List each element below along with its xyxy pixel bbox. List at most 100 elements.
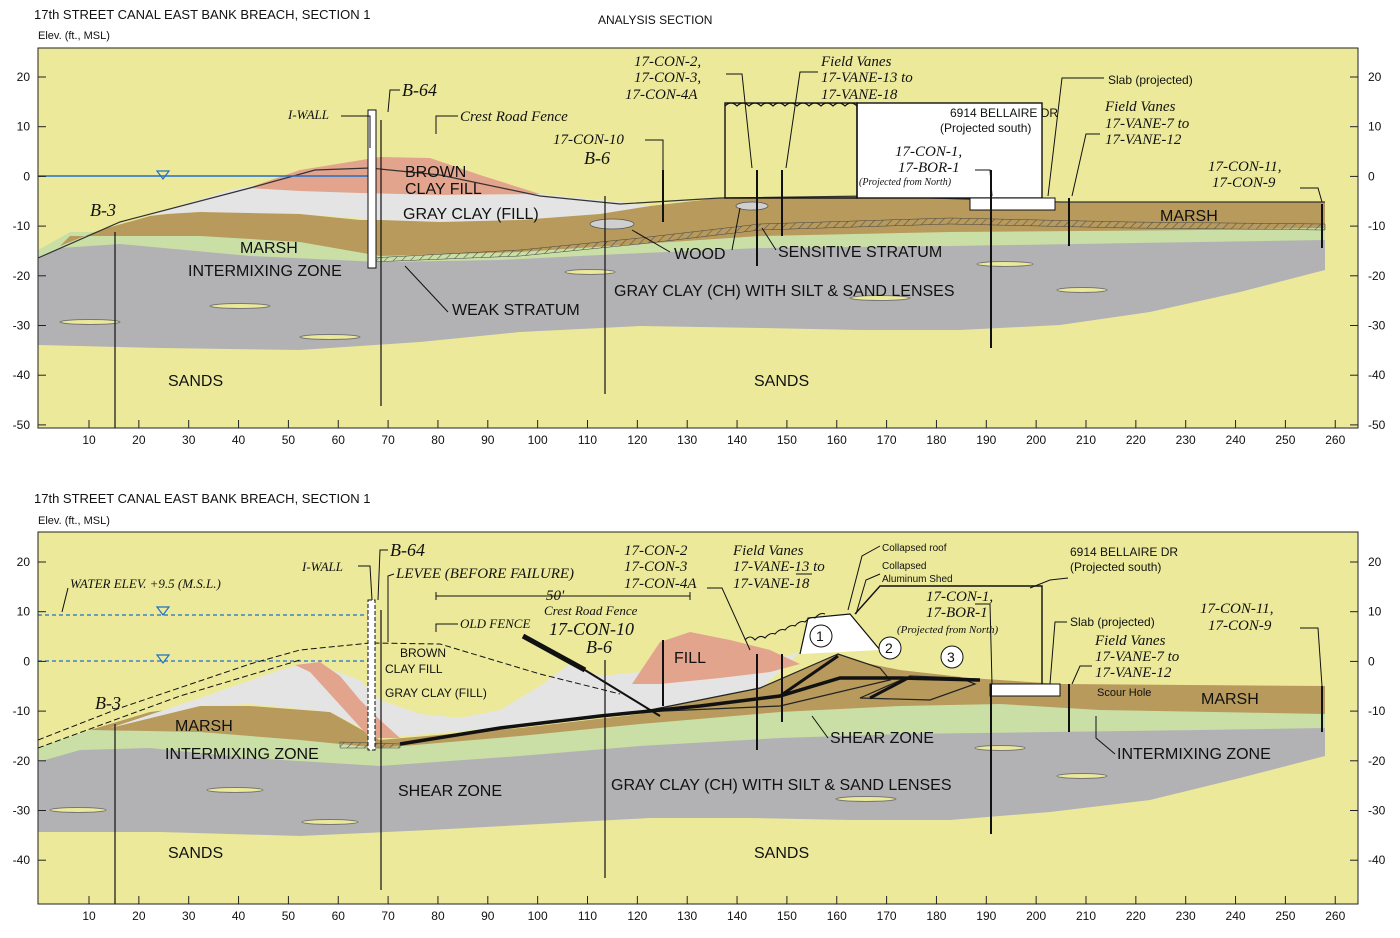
bottom-label-field-vanes-r: Field Vanes	[1094, 633, 1166, 649]
bottom-fence-line	[561, 655, 661, 717]
bottom-iwall	[367, 599, 376, 751]
bottom-scarp-1	[779, 654, 839, 698]
bottom-label-collapsed-shed-2: Aluminum Shed	[882, 574, 953, 585]
bottom-y-tick-label-right: 20	[1368, 555, 1382, 569]
bottom-failure-surface	[399, 676, 981, 746]
bottom-x-tick-label: 150	[777, 909, 797, 923]
top-iwall	[367, 109, 377, 269]
bottom-label-vane7: 17-VANE-7 to	[1095, 649, 1180, 665]
top-label-gray-clay-ch: GRAY CLAY (CH) WITH SILT & SAND LENSES	[614, 283, 955, 300]
bottom-intermixing-layer	[38, 702, 1325, 766]
bottom-y-tick-label: 20	[17, 555, 31, 569]
top-sand-lens	[1056, 287, 1108, 293]
bottom-x-tick-label: 110	[578, 909, 597, 923]
block-marker-2	[878, 636, 902, 660]
bottom-levee-before-failure	[38, 659, 301, 749]
bottom-y-tick-label: 10	[17, 605, 31, 619]
block-marker-1	[809, 624, 833, 648]
bottom-label-sands-left: SANDS	[168, 845, 223, 862]
top-label-wood: WOOD	[674, 246, 726, 263]
top-label-con9: 17-CON-9	[1212, 175, 1276, 191]
bottom-label-collapsed-shed-1: Collapsed	[882, 561, 926, 572]
bottom-label-bor1: 17-BOR-1	[926, 605, 988, 621]
bottom-y-tick-label-right: 10	[1368, 605, 1382, 619]
bottom-plot-frame	[37, 531, 1359, 905]
top-leader-iwall	[341, 115, 371, 148]
top-y-tick-label: -20	[13, 269, 31, 283]
bottom-label-intermixing: INTERMIXING ZONE	[165, 746, 319, 763]
bottom-x-tick-label: 130	[677, 909, 697, 923]
bottom-y-tick-label: -30	[13, 804, 31, 818]
block-marker-3-label: 3	[947, 649, 955, 665]
top-house-6914-bellaire	[856, 102, 1043, 199]
top-sand-lens	[299, 334, 361, 340]
bottom-leader-water	[61, 587, 69, 613]
bottom-label-slab: Slab (projected)	[1070, 615, 1155, 629]
bottom-gray-clay-layer	[38, 724, 1325, 836]
bottom-label-marsh-r: MARSH	[1201, 691, 1259, 708]
bottom-leader-con11	[1300, 627, 1323, 687]
bottom-leader-roof	[847, 545, 881, 611]
bottom-leader-old-fence	[435, 623, 458, 632]
bottom-x-tick-label: 160	[827, 909, 847, 923]
top-y-tick-label: -30	[13, 319, 31, 333]
top-x-tick-label: 140	[727, 433, 747, 447]
top-wood-inclusion	[735, 201, 769, 211]
bottom-leader-iwall	[358, 565, 373, 601]
top-leader-slab	[1047, 77, 1104, 197]
bottom-x-tick-label: 230	[1176, 909, 1196, 923]
bottom-x-tick-label: 140	[727, 909, 747, 923]
top-label-field-vanes: Field Vanes	[820, 54, 892, 70]
bottom-label-field-vanes: Field Vanes	[732, 543, 804, 559]
top-label-field-vanes-r: Field Vanes	[1104, 99, 1176, 115]
bottom-scarp-2	[869, 676, 909, 700]
top-label-b64: B-64	[402, 80, 437, 100]
bottom-label-shear-zone-l: SHEAR ZONE	[398, 783, 502, 800]
bottom-sand-lens	[974, 745, 1026, 751]
top-label-sands-mid: SANDS	[754, 373, 809, 390]
top-x-tick-label: 130	[677, 433, 697, 447]
bottom-label-iwall: I-WALL	[301, 559, 343, 574]
bottom-label-b64: B-64	[390, 540, 425, 560]
top-label-con11: 17-CON-11,	[1208, 159, 1281, 175]
bottom-x-tick-label: 10	[82, 909, 96, 923]
top-y-tick-label-right: 20	[1368, 70, 1382, 84]
bottom-x-tick-label: 210	[1076, 909, 1096, 923]
bottom-label-b6: B-6	[586, 637, 612, 657]
top-label-gray-fill: GRAY CLAY (FILL)	[403, 206, 539, 223]
bottom-sand-lens	[1056, 773, 1108, 779]
bottom-x-tick-label: 260	[1325, 909, 1345, 923]
bottom-y-tick-label-right: 0	[1368, 654, 1375, 668]
bottom-label-bellaire-1: 6914 BELLAIRE DR	[1070, 545, 1178, 559]
bottom-label-con3: 17-CON-3	[624, 559, 687, 575]
bottom-house-6914-bellaire	[854, 585, 1043, 684]
bottom-x-tick-label: 90	[481, 909, 495, 923]
top-leader-vanes	[785, 71, 818, 169]
top-label-marsh: MARSH	[240, 240, 298, 257]
bottom-x-tick-label: 220	[1126, 909, 1146, 923]
bottom-label-con10: 17-CON-10	[549, 619, 634, 639]
bottom-label-gray-fill: GRAY CLAY (FILL)	[385, 686, 487, 700]
bottom-label-vane13: 17-VANE-13 to	[733, 559, 825, 575]
bottom-label-con9: 17-CON-9	[1208, 618, 1272, 634]
top-leader-sensitive	[761, 227, 777, 251]
top-label-intermixing: INTERMIXING ZONE	[188, 263, 342, 280]
bottom-x-tick-label: 100	[528, 909, 548, 923]
top-y-tick-label: 10	[17, 120, 31, 134]
top-y-tick-label: 20	[17, 70, 31, 84]
top-x-tick-label: 200	[1026, 433, 1046, 447]
bottom-label-water-elev: WATER ELEV. +9.5 (M.S.L.)	[70, 576, 221, 591]
top-leader-wood	[631, 229, 671, 253]
bottom-x-tick-label: 80	[431, 909, 445, 923]
top-y-tick-label-right: -40	[1368, 368, 1386, 382]
top-y-tick-label-right: 10	[1368, 120, 1382, 134]
bottom-block-markers: 1 2 3	[809, 624, 964, 669]
bottom-y-tick-label-right: -30	[1368, 804, 1386, 818]
bottom-label-proj-north: (Projected from North)	[897, 624, 999, 636]
bottom-x-tick-label: 180	[926, 909, 946, 923]
top-elev-label: Elev. (ft., MSL)	[38, 30, 110, 42]
bottom-x-tick-label: 30	[182, 909, 196, 923]
